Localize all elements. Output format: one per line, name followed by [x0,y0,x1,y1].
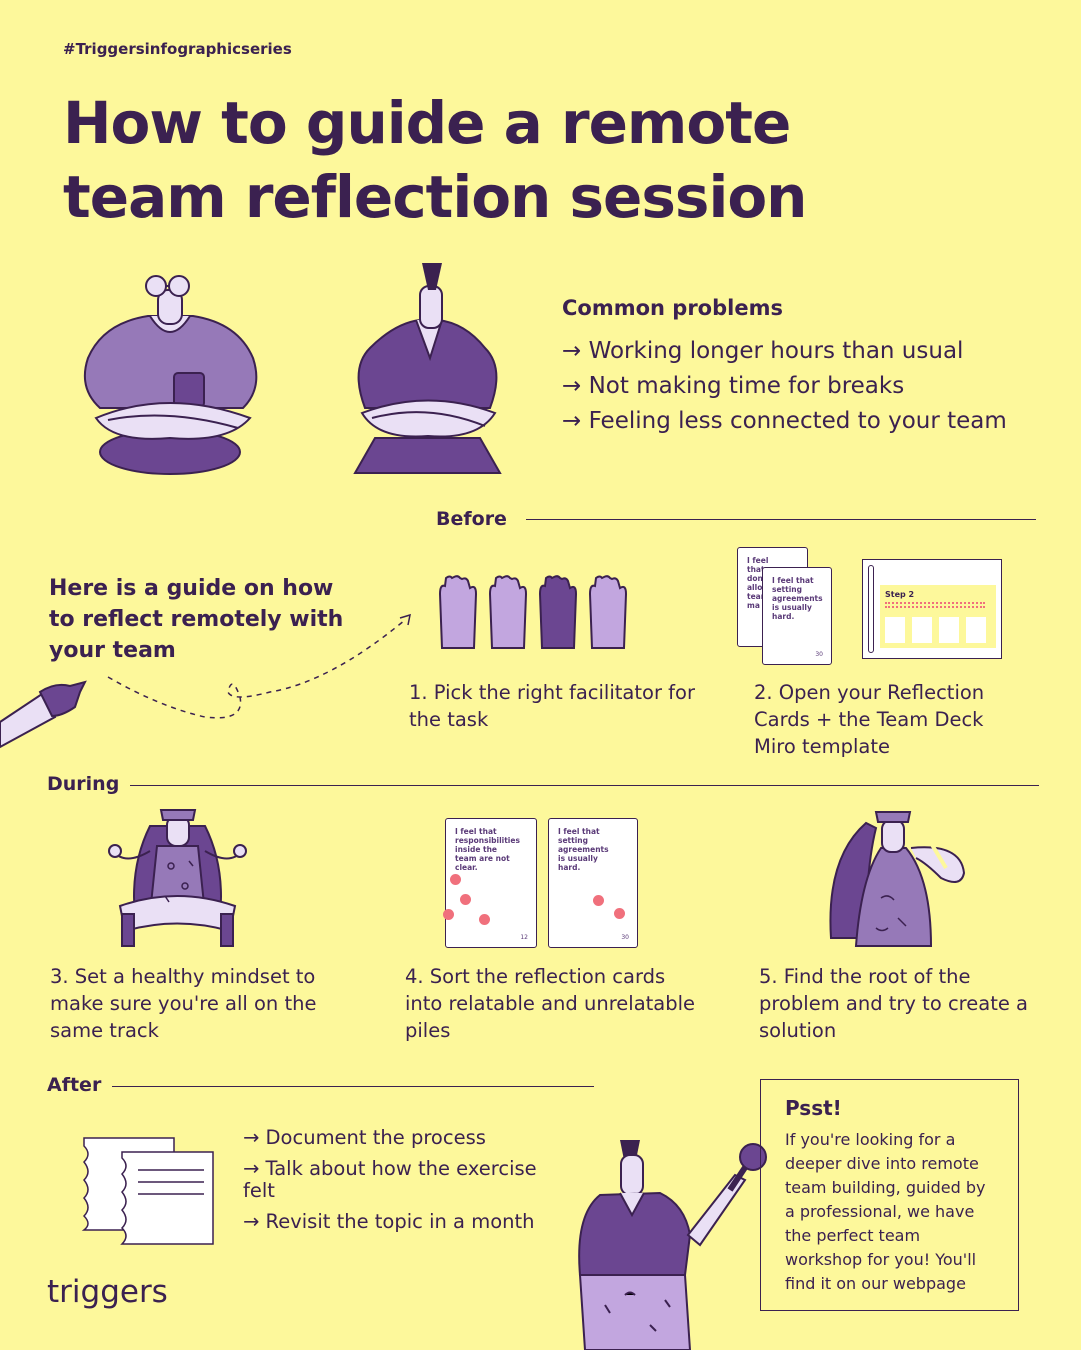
psst-title: Psst! [785,1096,842,1120]
pointing-hand-arrow [0,613,411,749]
vote-dot [593,895,604,906]
card-text: I feel that setting agreements is usuall… [772,576,823,621]
gloves-icon [438,575,628,649]
psst-callout: Psst! If you're looking for a deeper div… [760,1079,1019,1311]
step-4-text: 4. Sort the reflection cards into relata… [405,965,696,1042]
step-2-text: 2. Open your Reflection Cards + the Team… [754,681,985,758]
person-ponytail-illustration [353,263,502,474]
miro-step-label: Step 2 [885,590,915,599]
psst-body: If you're looking for a deeper dive into… [785,1130,986,1293]
guide-intro: Here is a guide on how to reflect remote… [49,576,344,663]
hashtag: #Triggersinfographicseries [63,40,292,58]
step-3-text: 3. Set a healthy mindset to make sure yo… [50,965,317,1042]
section-before-label: Before [436,508,507,530]
reflection-card-30: I feel that setting agreements is usuall… [548,818,638,948]
before-divider [526,519,1036,520]
step-1-text: 1. Pick the right facilitator for the ta… [409,681,695,731]
reflection-card-front: I feel that setting agreements is usuall… [762,567,832,665]
meditating-person-illustration [108,809,247,947]
documents-icon [81,1137,214,1245]
common-problems-list: → Working longer hours than usual → Not … [562,338,1007,443]
card-text: I feel that setting agreements is usuall… [558,827,609,872]
after-divider [112,1086,594,1087]
common-problems-title: Common problems [562,296,783,320]
after-item: → Document the process [243,1126,486,1149]
after-steps-list: → Document the process → Talk about how … [243,1127,543,1242]
person-microphone-illustration [578,1140,767,1350]
page-title: How to guide a remote team reflection se… [63,89,807,231]
after-item: → Talk about how the exercise felt [243,1157,537,1202]
miro-template-preview: Step 2 [862,559,1002,659]
during-divider [130,785,1039,786]
step-5-text: 5. Find the root of the problem and try … [759,965,1028,1042]
vote-dot [460,894,471,905]
problem-item: → Not making time for breaks [562,373,905,399]
vote-dot [614,908,625,919]
card-text: I feel that responsibilities inside the … [455,827,520,872]
vote-dot [443,909,454,920]
problem-item: → Feeling less connected to your team [562,408,1007,434]
vote-dot [450,874,461,885]
person-glasses-illustration [84,275,258,475]
after-item: → Revisit the topic in a month [243,1210,535,1233]
card-number: 30 [815,651,823,658]
card-number: 12 [520,934,528,941]
thinking-person-illustration [829,811,966,947]
section-during-label: During [47,773,120,795]
card-number: 30 [621,934,629,941]
brand-logo: triggers [47,1274,168,1310]
problem-item: → Working longer hours than usual [562,338,964,364]
reflection-card-12: I feel that responsibilities inside the … [443,818,537,948]
vote-dot [479,914,490,925]
section-after-label: After [47,1074,102,1096]
